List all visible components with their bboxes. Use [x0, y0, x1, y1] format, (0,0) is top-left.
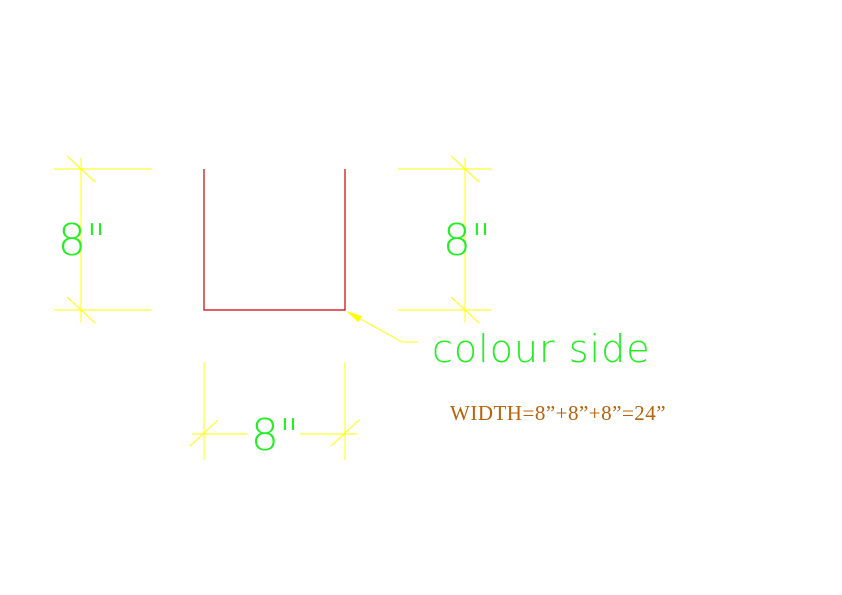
colour-side-label: colour side [432, 327, 651, 371]
left-height-dimension: 8" [54, 155, 152, 324]
bottom-dim-text-mask [248, 414, 300, 454]
leader-arrowhead [346, 311, 362, 322]
leader-line [347, 311, 418, 343]
right-dim-tick-bottom [450, 296, 480, 324]
bottom-width-dimension: 8" [189, 362, 360, 461]
right-height-dimension: 8" [398, 155, 492, 324]
right-height-value: 8" [443, 215, 491, 266]
bottom-dim-tick-left [189, 419, 219, 447]
left-dim-tick-bottom [66, 296, 96, 324]
bottom-dim-tick-right [330, 419, 360, 447]
left-height-value: 8" [58, 215, 106, 266]
colour-side-leader [346, 311, 418, 343]
width-formula: WIDTH=8”+8”+8”=24” [450, 401, 666, 425]
left-dim-tick-top [66, 155, 96, 183]
right-dim-tick-top [450, 155, 480, 183]
u-channel-profile [203, 169, 346, 311]
bottom-width-value: 8" [251, 410, 299, 461]
